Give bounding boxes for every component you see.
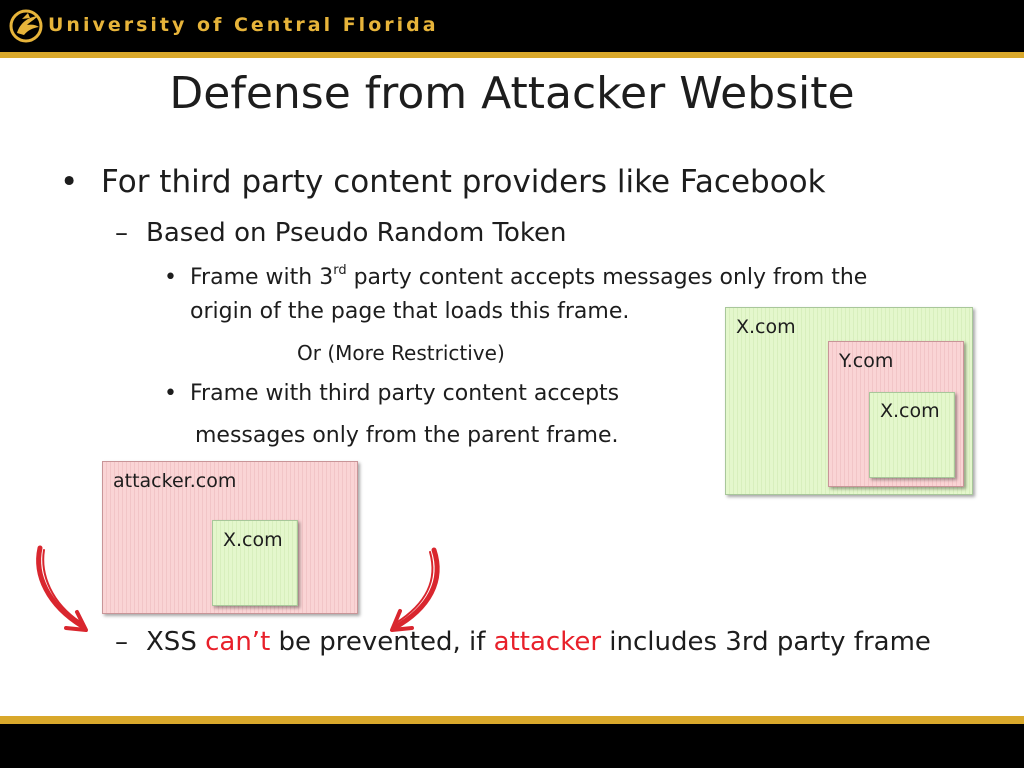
ucf-pegasus-icon <box>9 9 43 43</box>
right-curved-arrow-icon <box>390 547 440 632</box>
header-gold-stripe <box>0 52 1024 58</box>
slide-title: Defense from Attacker Website <box>169 68 855 119</box>
frame-label: attacker.com <box>113 470 237 492</box>
dash-marker: – <box>115 218 128 248</box>
bullet-dot: • <box>60 164 79 200</box>
header-divider <box>0 58 1024 60</box>
third-party-frame-text: includes 3rd party frame <box>601 627 931 657</box>
footer-gold-stripe <box>0 716 1024 724</box>
ordinal-suffix: rd <box>333 263 347 278</box>
bullet-dot: • <box>164 381 177 406</box>
bullet-third-party: For third party content providers like F… <box>101 164 826 200</box>
frame-xcom-inner: X.com <box>869 392 955 478</box>
footer-bar <box>0 724 1024 768</box>
frame-label: X.com <box>223 529 283 551</box>
header-bar <box>0 0 1024 52</box>
item-origin-post: party content accepts messages only from… <box>346 265 868 290</box>
xss-text: XSS <box>146 627 206 657</box>
frame-label: Y.com <box>839 350 894 372</box>
item-parent-line1: Frame with third party content accepts <box>190 381 620 406</box>
item-origin-line1: Frame with 3rd party content accepts mes… <box>190 263 868 290</box>
or-more-restrictive: Or (More Restrictive) <box>297 341 505 365</box>
item-origin-line2: origin of the page that loads this frame… <box>190 299 630 324</box>
sub-bullet-token: Based on Pseudo Random Token <box>146 218 567 248</box>
frame-label: X.com <box>736 316 796 338</box>
bullet-dot: • <box>164 265 177 290</box>
prevented-text: be prevented, if <box>270 627 494 657</box>
cant-text: can’t <box>205 627 271 657</box>
frame-label: X.com <box>880 400 940 422</box>
item-origin-pre: Frame with 3 <box>190 265 334 290</box>
attacker-text: attacker <box>493 627 602 657</box>
university-brand-text: University of Central Florida <box>48 14 439 36</box>
item-parent-line2: messages only from the parent frame. <box>195 423 619 448</box>
frame-xcom-embedded: X.com <box>212 520 298 606</box>
left-curved-arrow-icon <box>36 545 88 632</box>
sub-bullet-xss: XSS can’t be prevented, if attacker incl… <box>146 627 931 657</box>
dash-marker: – <box>115 627 128 657</box>
